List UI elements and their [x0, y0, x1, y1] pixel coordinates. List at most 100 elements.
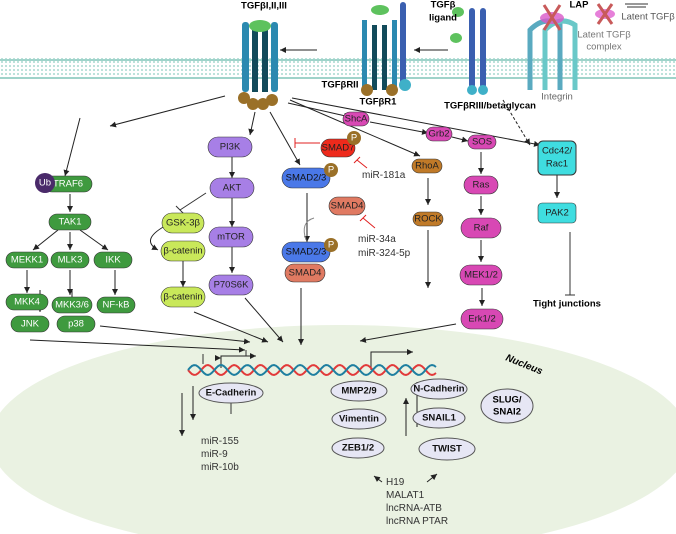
- node-mmp-label: MMP2/9: [341, 386, 376, 397]
- node-ras-label: Ras: [473, 180, 490, 191]
- slug-label: SLUG/: [492, 395, 521, 406]
- ubiquitin-label: Ub: [39, 178, 51, 189]
- mirna-34a: miR-34a: [358, 234, 396, 245]
- pathway-arrows: [24, 47, 560, 483]
- node-akt: [209, 177, 255, 199]
- phosphate-icon: [324, 238, 338, 252]
- node-mkk4-label: MKK4: [14, 297, 40, 308]
- node-ikk: [93, 251, 133, 269]
- phosphate-label: P: [328, 165, 334, 176]
- node-twist-label: TWIST: [432, 444, 462, 455]
- node-smad4b: [284, 263, 326, 283]
- tgfb-ligand-label: TGFβ: [431, 0, 456, 11]
- node-raf: [460, 217, 502, 239]
- phosphate-label: P: [351, 133, 357, 144]
- node-jnk-label: JNK: [21, 319, 40, 330]
- ubiquitin-icon: [35, 173, 55, 193]
- node-twist: [418, 437, 476, 461]
- node-gsk3b-label: GSK-3β: [166, 218, 201, 229]
- node-mek12-label: MEK1/2: [464, 270, 498, 281]
- node-mek12: [459, 264, 503, 286]
- node-rhoa-label: RhoA: [415, 161, 439, 172]
- tgfb-receptors-label: TGFβI,II,III: [241, 1, 287, 12]
- node-smad4b-label: SMAD4: [289, 268, 322, 279]
- node-rock-label: ROCK: [414, 214, 442, 225]
- latent-complex-label-2: complex: [586, 42, 622, 53]
- node-tak1: [48, 213, 92, 231]
- phosphate-icon: [324, 163, 338, 177]
- node-sos: [467, 134, 497, 150]
- node-sos-label: SOS: [472, 137, 492, 148]
- node-p70s6k: [208, 274, 254, 296]
- integrin: [527, 3, 648, 90]
- node-gsk3b: [161, 212, 205, 234]
- phosphate-label: P: [328, 240, 334, 251]
- latent-tgfb-label: Latent TGFβ: [621, 12, 675, 23]
- node-bcat2-label: β-catenin: [163, 292, 202, 303]
- node-pak2: [537, 202, 577, 224]
- cdc42-label: Cdc42/: [542, 146, 572, 157]
- mirna-9: miR-9: [201, 449, 228, 460]
- node-p70s6k-label: P70S6K: [214, 280, 250, 291]
- latent-complex-label: Latent TGFβ: [577, 30, 631, 41]
- node-ecad: [198, 382, 264, 404]
- node-ecad-label: E-Cadherin: [206, 388, 257, 399]
- node-nfkb-label: NF-kB: [103, 300, 130, 311]
- node-zeb-label: ZEB1/2: [342, 443, 374, 454]
- node-akt-label: AKT: [223, 183, 242, 194]
- tgfbr1-label: TGFβR1: [360, 97, 398, 108]
- node-ras: [463, 175, 499, 195]
- mirna-324-5p: miR-324-5p: [358, 248, 411, 259]
- node-pi3k-label: PI3K: [220, 142, 241, 153]
- node-ncad: [410, 378, 468, 400]
- node-mtor-label: mTOR: [217, 232, 245, 243]
- lncrna-ptar: lncRNA PTAR: [386, 516, 448, 527]
- node-smad7-label: SMAD7: [322, 143, 355, 154]
- node-traf6-label: TRAF6: [53, 179, 83, 190]
- node-mtor: [208, 226, 254, 248]
- node-erk12: [460, 308, 504, 330]
- snai2-label: SNAI2: [493, 407, 521, 418]
- lncrna-malat1: MALAT1: [386, 490, 425, 501]
- dna-helix: [187, 363, 437, 377]
- node-mekk1: [5, 251, 49, 269]
- node-bcat1-label: β-catenin: [163, 246, 202, 257]
- node-smad4a-label: SMAD4: [331, 201, 364, 212]
- tgfb-ligand-label-2: ligand: [429, 13, 457, 24]
- integrin-label: Integrin: [541, 92, 573, 103]
- node-zeb: [331, 437, 385, 459]
- lncrna-atb: lncRNA-ATB: [386, 503, 442, 514]
- node-pak2-label: PAK2: [545, 208, 569, 219]
- node-mmp: [330, 380, 388, 402]
- mirna-155: miR-155: [201, 436, 239, 447]
- node-mkk36-label: MKK3/6: [55, 300, 89, 311]
- node-snail-label: SNAIL1: [422, 413, 457, 424]
- node-mlk3-label: MLK3: [58, 255, 83, 266]
- node-vim: [331, 408, 387, 430]
- node-erk12-label: Erk1/2: [468, 314, 495, 325]
- node-smad23a-label: SMAD2/3: [286, 173, 327, 184]
- mirna-181a: miR-181a: [362, 170, 406, 181]
- node-vim-label: Vimentin: [339, 414, 379, 425]
- node-nfkb: [96, 296, 136, 314]
- node-mekk1-label: MEKK1: [11, 255, 43, 266]
- lncrna-h19: H19: [386, 477, 405, 488]
- node-slug-snai2: [480, 388, 534, 424]
- node-p38: [56, 315, 96, 333]
- node-shca-label: ShcA: [345, 114, 368, 125]
- node-mkk36: [51, 296, 93, 314]
- nucleus: [0, 325, 676, 534]
- tgfbrii-tgfbr1-receptor: [361, 2, 411, 96]
- node-bcat1: [160, 240, 206, 262]
- tgfbrii-label: TGFβRII: [322, 80, 359, 91]
- node-ncad-label: N-Cadherin: [413, 384, 464, 395]
- mirna-10b: miR-10b: [201, 462, 239, 473]
- tgfbriii-label: TGFβRIII/betaglycan: [444, 101, 536, 112]
- node-smad23b-label: SMAD2/3: [286, 247, 327, 258]
- node-rhoa: [411, 158, 443, 174]
- lap-label: LAP: [570, 0, 590, 11]
- node-smad4a: [328, 196, 366, 216]
- node-jnk: [10, 315, 50, 333]
